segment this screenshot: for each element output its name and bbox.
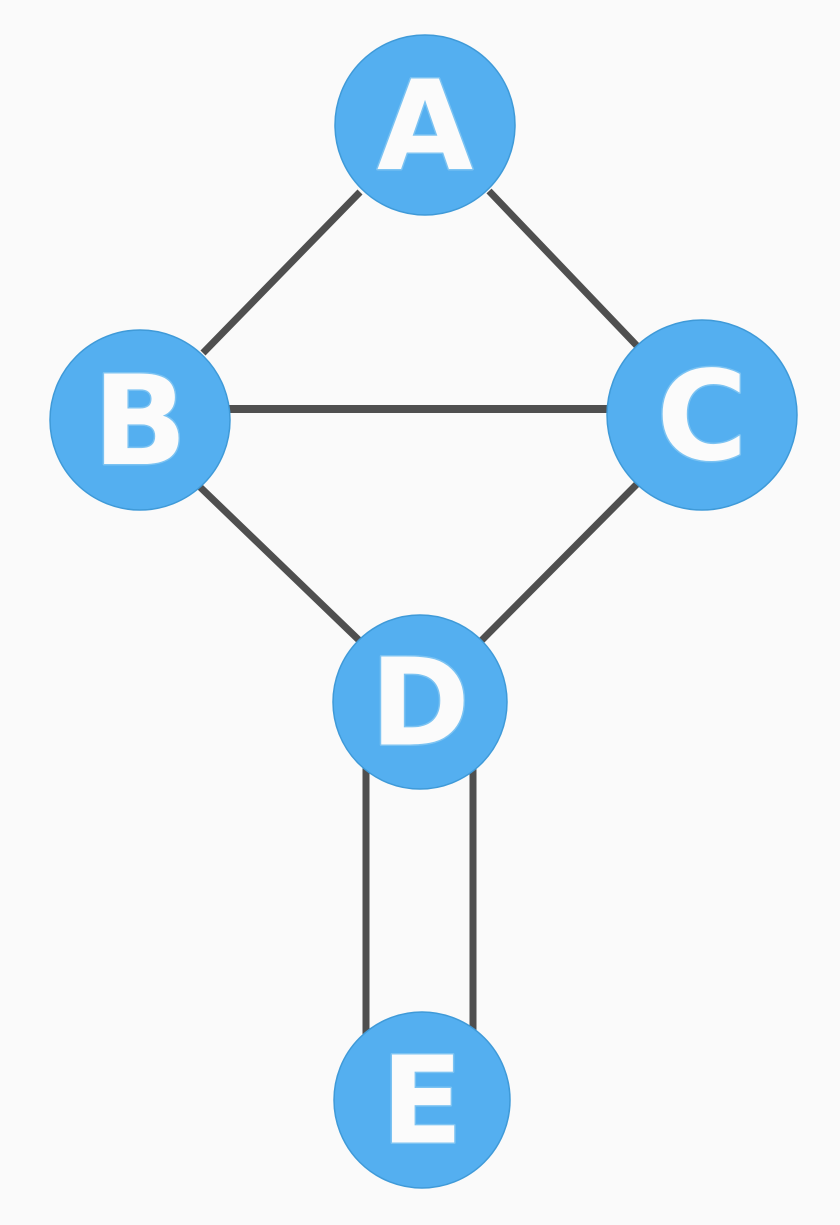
graph-edge-a-c[interactable] [486, 188, 643, 352]
nodes-layer: A B C D E [49, 34, 798, 1189]
graph-edge-a-b[interactable] [200, 189, 363, 356]
node-label-a: A [377, 55, 473, 199]
node-label-b: B [93, 350, 188, 494]
graph-edge-c-d[interactable] [476, 478, 643, 646]
node-circle-b[interactable] [49, 329, 231, 511]
graph-node-a[interactable]: A [334, 34, 516, 216]
graph-node-b[interactable]: B [49, 329, 231, 511]
edges-layer [197, 188, 643, 1040]
graph-node-c[interactable]: C [606, 319, 798, 511]
graph-node-e[interactable]: E [333, 1011, 511, 1189]
node-circle-e[interactable] [333, 1011, 511, 1189]
node-label-d: D [370, 635, 470, 774]
node-circle-d[interactable] [332, 614, 508, 790]
node-circle-c[interactable] [606, 319, 798, 511]
node-label-c: C [656, 345, 747, 489]
node-label-e: E [381, 1033, 463, 1172]
graph-edge-b-d[interactable] [197, 484, 367, 648]
node-circle-a[interactable] [334, 34, 516, 216]
graph-node-d[interactable]: D [332, 614, 508, 790]
